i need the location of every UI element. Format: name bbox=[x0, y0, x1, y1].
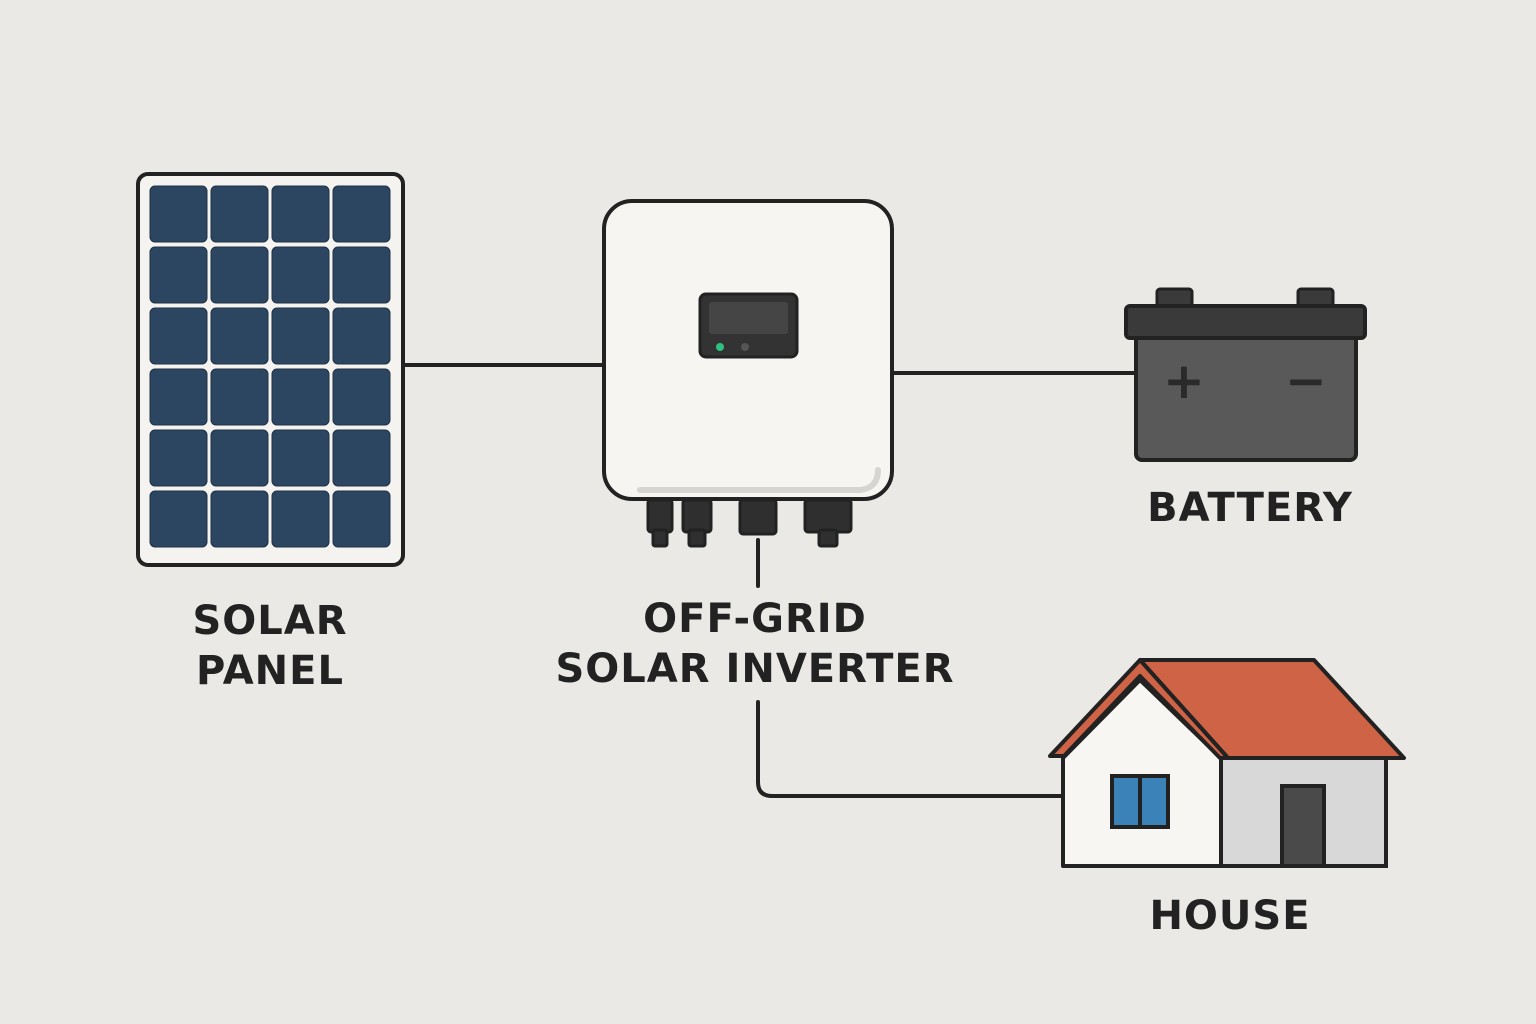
inverter-label: OFF-GRID SOLAR INVERTER bbox=[540, 594, 970, 694]
solar-cell bbox=[271, 368, 330, 426]
inverter-connector-3 bbox=[738, 498, 778, 536]
solar-cell bbox=[271, 429, 330, 487]
battery-lid bbox=[1124, 304, 1367, 340]
solar-cell bbox=[149, 490, 208, 548]
solar-panel-icon bbox=[136, 172, 405, 567]
wires bbox=[402, 363, 1138, 798]
inverter-connector-4-pin bbox=[817, 528, 839, 548]
solar-cell bbox=[332, 307, 391, 365]
solar-cell bbox=[271, 490, 330, 548]
wire-inverter-to-house bbox=[756, 700, 1066, 798]
battery-icon: + − bbox=[1124, 287, 1367, 462]
solar-cell bbox=[332, 185, 391, 243]
solar-cell bbox=[271, 246, 330, 304]
inverter-body-shade bbox=[637, 467, 881, 493]
solar-cells bbox=[149, 185, 391, 548]
inverter-connector-2-pin bbox=[687, 528, 707, 548]
house-gable-trim bbox=[1048, 658, 1230, 760]
solar-panel-label-line2: PANEL bbox=[196, 648, 344, 694]
solar-cell bbox=[332, 246, 391, 304]
house-label: HOUSE bbox=[1110, 891, 1350, 941]
house-label-text: HOUSE bbox=[1149, 893, 1311, 939]
solar-cell bbox=[332, 429, 391, 487]
solar-cell bbox=[332, 490, 391, 548]
solar-cell bbox=[149, 246, 208, 304]
solar-cell bbox=[149, 429, 208, 487]
battery-label-text: BATTERY bbox=[1147, 485, 1353, 531]
inverter-icon bbox=[602, 199, 894, 548]
battery-negative-symbol: − bbox=[1285, 352, 1327, 410]
solar-cell bbox=[210, 246, 269, 304]
house-front-wall bbox=[1061, 678, 1223, 868]
solar-cell bbox=[210, 185, 269, 243]
inverter-label-line1: OFF-GRID bbox=[643, 596, 867, 642]
inverter-connector-4 bbox=[803, 498, 853, 534]
solar-cell bbox=[271, 307, 330, 365]
solar-cell bbox=[271, 185, 330, 243]
solar-cell bbox=[332, 368, 391, 426]
inverter-screen bbox=[709, 302, 788, 334]
battery-positive-symbol: + bbox=[1163, 352, 1205, 410]
solar-panel-label: SOLAR PANEL bbox=[170, 596, 370, 696]
solar-cell bbox=[210, 368, 269, 426]
solar-panel-label-line1: SOLAR bbox=[192, 598, 348, 644]
inverter-led-green bbox=[716, 343, 724, 351]
solar-cell bbox=[149, 185, 208, 243]
inverter-label-line2: SOLAR INVERTER bbox=[555, 646, 955, 692]
inverter-connector-2 bbox=[681, 498, 713, 534]
house-door bbox=[1280, 784, 1326, 868]
solar-cell bbox=[210, 490, 269, 548]
solar-cell bbox=[149, 368, 208, 426]
solar-cell bbox=[210, 429, 269, 487]
solar-cell bbox=[210, 307, 269, 365]
house-icon bbox=[1048, 658, 1406, 868]
inverter-connector-1-pin bbox=[651, 528, 669, 548]
inverter-connector-1 bbox=[646, 498, 674, 534]
battery-label: BATTERY bbox=[1130, 483, 1370, 533]
inverter-led-off bbox=[741, 343, 749, 351]
solar-cell bbox=[149, 307, 208, 365]
